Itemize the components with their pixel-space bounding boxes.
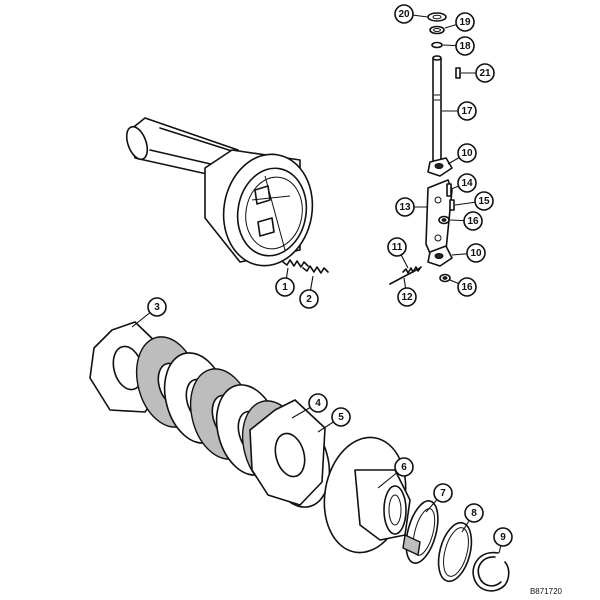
callout-circle	[464, 503, 484, 523]
lever-10-upper	[427, 157, 453, 177]
callout-16b: 16	[449, 277, 477, 297]
callout-12: 12	[397, 277, 417, 307]
steel-plate-5	[249, 399, 326, 506]
nut-16-lower	[439, 273, 451, 283]
callout-14: 14	[450, 173, 477, 193]
callout-number: 19	[459, 17, 471, 28]
callout-number: 2	[306, 294, 312, 305]
callout-8: 8	[461, 503, 484, 533]
pin-14	[446, 183, 452, 197]
callout-circle	[466, 243, 486, 263]
callout-number: 8	[471, 508, 477, 519]
callout-4: 4	[291, 393, 328, 419]
callout-circle	[475, 63, 495, 83]
callout-circle	[387, 237, 407, 257]
pin-15	[449, 199, 455, 211]
callout-number: 20	[398, 9, 410, 20]
callout-circle	[299, 289, 319, 309]
callout-circle	[457, 173, 477, 193]
callout-circle	[457, 143, 477, 163]
callout-18: 18	[442, 36, 475, 56]
callout-circle	[457, 277, 477, 297]
callout-17: 17	[442, 101, 477, 121]
callout-1: 1	[275, 267, 295, 297]
callout-circle	[147, 297, 167, 317]
callout-11: 11	[387, 237, 409, 269]
callout-circle	[395, 197, 415, 217]
callout-circle	[275, 277, 295, 297]
callout-16a: 16	[449, 211, 483, 231]
o-ring-18	[431, 41, 443, 49]
seal-19	[429, 25, 445, 35]
callout-number: 15	[478, 196, 490, 207]
callout-number: 12	[401, 292, 413, 303]
callout-10b: 10	[451, 243, 486, 263]
drawing-code: B871720	[530, 587, 563, 596]
washer-20	[427, 12, 447, 22]
clutch-housing	[125, 117, 314, 267]
callout-circle	[455, 36, 475, 56]
rod-12	[389, 267, 421, 285]
ring-7	[402, 500, 439, 564]
callout-6: 6	[377, 457, 414, 489]
callout-2: 2	[299, 275, 319, 309]
callout-circle	[455, 12, 475, 32]
callout-number: 1	[282, 282, 288, 293]
callout-circle	[457, 101, 477, 121]
callout-number: 16	[467, 216, 479, 227]
callout-number: 9	[500, 532, 506, 543]
callout-circle	[433, 483, 453, 503]
callout-number: 4	[315, 398, 321, 409]
callout-9: 9	[493, 527, 513, 554]
pin-21	[455, 67, 461, 79]
callout-21: 21	[461, 63, 495, 83]
shaft-17	[432, 55, 442, 166]
callout-number: 17	[461, 106, 473, 117]
callout-circle	[331, 407, 351, 427]
callout-10a: 10	[447, 143, 477, 165]
callout-number: 6	[401, 462, 407, 473]
callout-circle	[394, 457, 414, 477]
callout-number: 10	[470, 248, 482, 259]
callout-number: 3	[154, 302, 160, 313]
callout-number: 13	[399, 202, 411, 213]
callout-number: 21	[479, 68, 491, 79]
callout-19: 19	[444, 12, 475, 32]
callout-number: 16	[461, 282, 473, 293]
callout-circle	[394, 4, 414, 24]
spring-2	[302, 265, 329, 274]
callout-15: 15	[454, 191, 494, 211]
callout-circle	[474, 191, 494, 211]
nut-16-upper	[438, 215, 450, 225]
callout-circle	[397, 287, 417, 307]
callout-3: 3	[131, 297, 167, 328]
callout-number: 11	[392, 242, 403, 253]
spring-1	[282, 259, 309, 268]
callout-circle	[493, 527, 513, 547]
callout-20: 20	[394, 4, 429, 24]
ring-8	[437, 521, 473, 583]
callout-number: 10	[461, 148, 473, 159]
callout-5: 5	[317, 407, 351, 433]
callout-number: 7	[440, 488, 446, 499]
callout-number: 5	[338, 412, 344, 423]
callout-number: 14	[461, 178, 473, 189]
hub-6	[323, 436, 411, 554]
callout-circle	[463, 211, 483, 231]
snap-ring-9	[472, 551, 510, 592]
lever-10-lower	[427, 245, 453, 267]
callout-number: 18	[459, 41, 471, 52]
callout-13: 13	[395, 197, 428, 217]
callout-7: 7	[425, 483, 453, 513]
spring-11	[402, 266, 422, 274]
callout-circle	[308, 393, 328, 413]
